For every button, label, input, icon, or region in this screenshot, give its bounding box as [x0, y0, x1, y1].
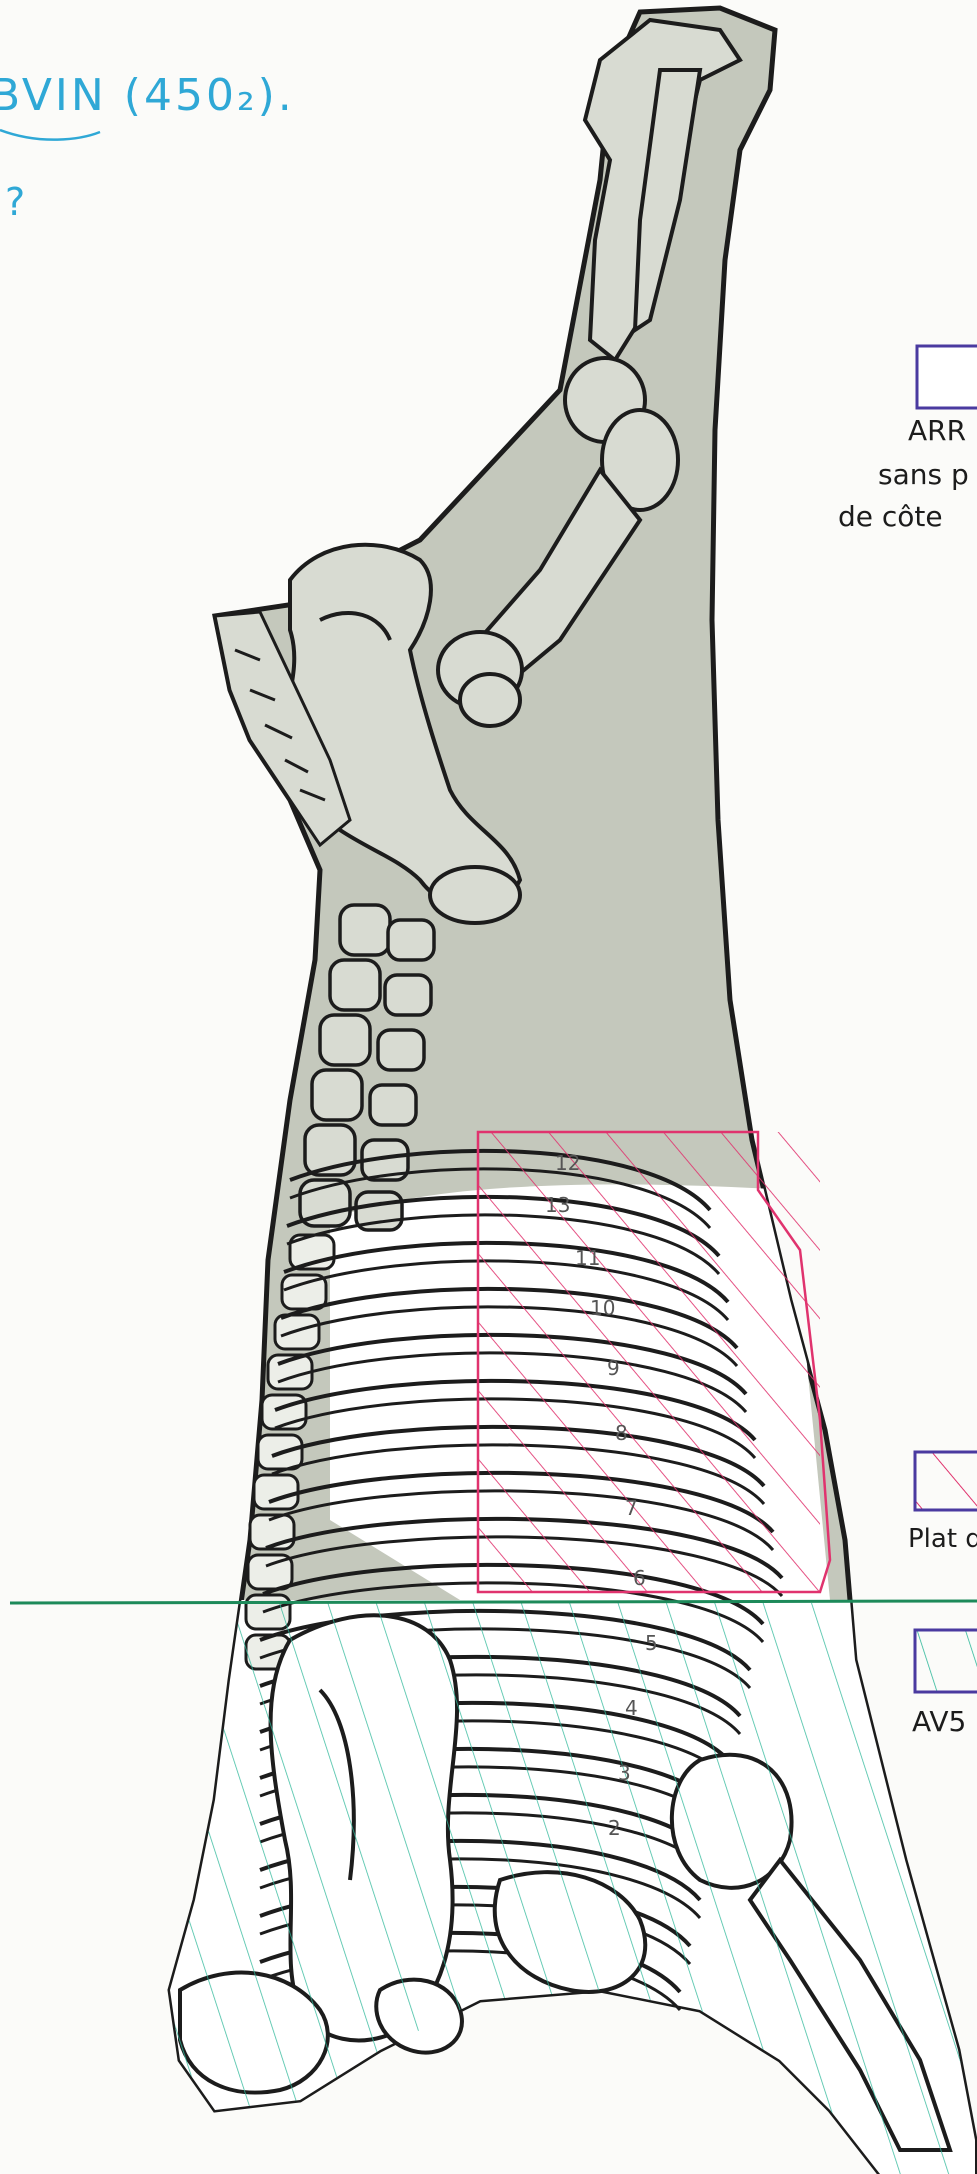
rib-number-label: 3 [618, 1761, 631, 1785]
legend-arriere: ARR sans p de côte [838, 346, 977, 533]
rib-number-label: 10 [590, 1296, 615, 1320]
rib-number-label: 8 [615, 1421, 628, 1445]
rib-number-label: 6 [633, 1566, 646, 1590]
rib-number-label: 7 [625, 1496, 638, 1520]
rib-number-label: 5 [645, 1631, 658, 1655]
rib-number-label: 12 [555, 1151, 580, 1175]
handwritten-underline [0, 130, 100, 140]
rib-number-label: 13 [545, 1193, 570, 1217]
legend-label-avant5: AV5 [912, 1705, 966, 1738]
legend-swatch-arriere [917, 346, 977, 408]
rib-number-label: 11 [575, 1246, 600, 1270]
legend-plat-de-cote: Plat d [908, 1452, 977, 1554]
cut-line [10, 1601, 977, 1603]
rib-number-label: 2 [608, 1816, 621, 1840]
avant5-zone [150, 1603, 977, 2174]
legend-swatch-plat-de-cote [915, 1452, 977, 1510]
legend-label-arriere-3: de côte [838, 500, 943, 533]
legend-swatch-avant5 [915, 1630, 977, 1692]
legend-avant5: AV5 [912, 1630, 977, 1738]
legend-label-plat-de-cote: Plat d [908, 1524, 977, 1554]
legend-label-arriere-2: sans p [878, 458, 969, 491]
plat-de-cote-zone [478, 1132, 830, 1592]
legend-label-arriere-1: ARR [908, 414, 966, 447]
rib-number-label: 9 [607, 1356, 620, 1380]
handwritten-title: BVIN (450₂). [0, 70, 295, 121]
rib-number-label: 4 [625, 1696, 638, 1720]
handwritten-question-mark: ? [5, 180, 25, 224]
